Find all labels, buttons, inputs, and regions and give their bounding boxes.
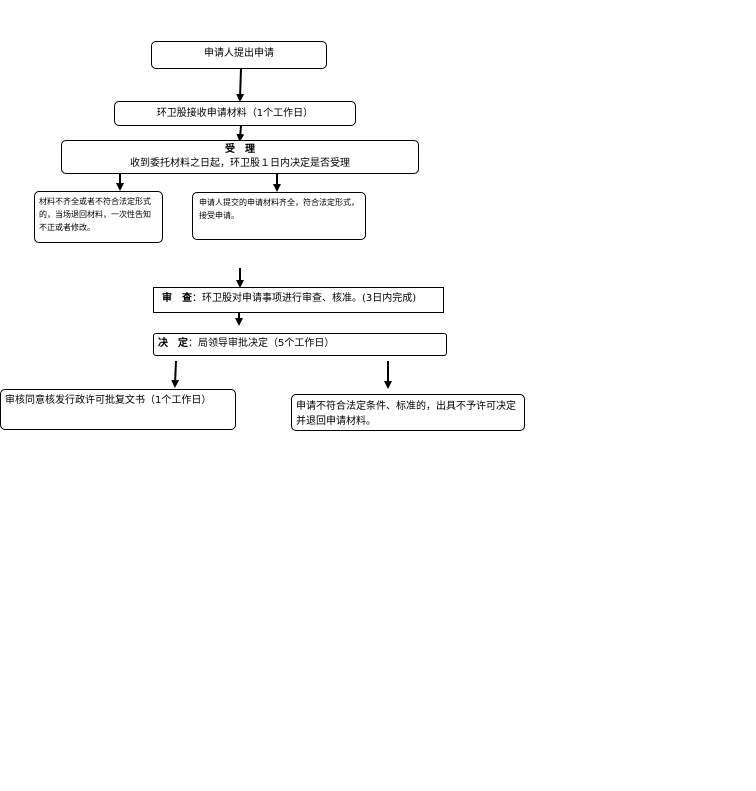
node-decision: 决 定：局领导审批决定（5个工作日） [153,333,447,356]
node-decision-label: 决 定 [158,338,188,349]
node-reject-text: 申请不符合法定条件、标准的，出具不予许可决定并退回申请材料。 [296,401,516,427]
arrow-decision-to-approve [171,360,180,388]
node-reject: 申请不符合法定条件、标准的，出具不予许可决定并退回申请材料。 [291,394,525,431]
node-receive-text: 环卫股接收申请材料（1个工作日） [156,108,314,119]
node-review: 审 查：环卫股对申请事项进行审查、核准。(3日内完成) [153,287,444,313]
arrow-receive-to-accept [236,125,245,142]
node-incomplete: 材料不齐全或者不符合法定形式的，当场退回材料，一次性告知不正或者修改。 [34,191,163,243]
node-complete-text: 申请人提交的申请材料齐全，符合法定形式，接受申请。 [199,198,359,220]
node-incomplete-text: 材料不齐全或者不符合法定形式的，当场退回材料，一次性告知不正或者修改。 [39,197,151,232]
node-receive: 环卫股接收申请材料（1个工作日） [114,101,356,126]
node-approve: 审核同意核发行政许可批复文书（1个工作日） [0,389,236,430]
node-approve-text: 审核同意核发行政许可批复文书（1个工作日） [5,395,212,406]
node-apply-text: 申请人提出申请 [204,48,274,59]
node-accept-text: 收到委托材料之日起，环卫股１日内决定是否受理 [130,158,350,169]
node-decision-text: ：局领导审批决定（5个工作日） [188,338,335,349]
node-apply: 申请人提出申请 [151,41,327,69]
node-accept: 受 理 收到委托材料之日起，环卫股１日内决定是否受理 [61,140,419,174]
node-review-label: 审 查 [162,293,192,304]
arrow-apply-to-receive [236,68,245,102]
node-complete: 申请人提交的申请材料齐全，符合法定形式，接受申请。 [192,192,366,240]
node-accept-title: 受 理 [225,144,255,155]
node-review-text: ：环卫股对申请事项进行审查、核准。(3日内完成) [192,293,417,304]
